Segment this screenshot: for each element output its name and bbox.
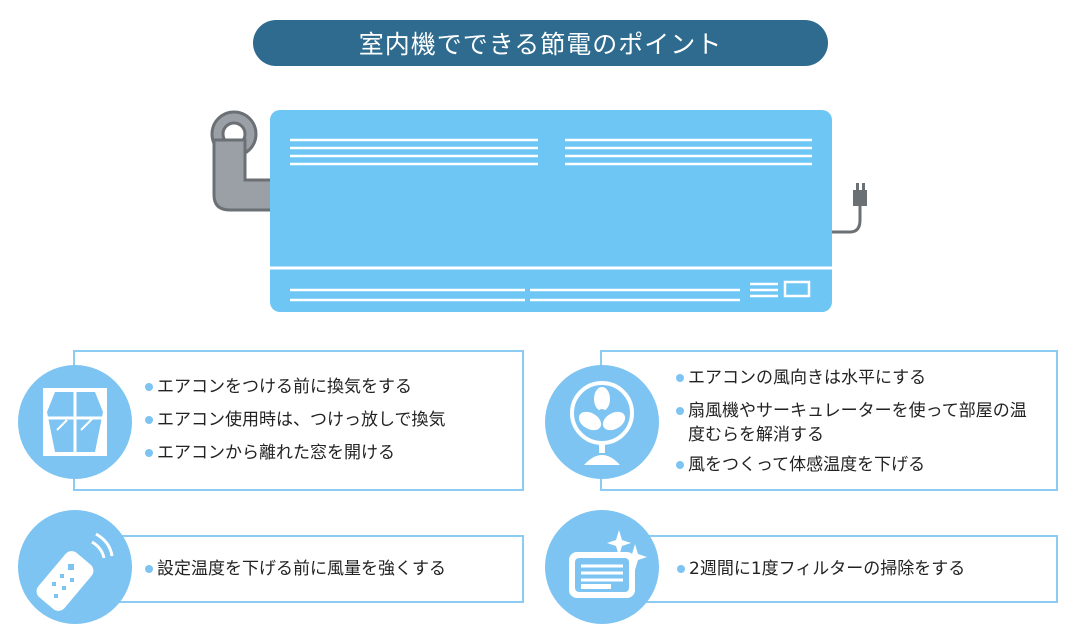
pipe-icon	[210, 110, 274, 212]
filter-cleaning-tip-panel	[640, 535, 1058, 603]
filter-cleaning-tip-list: 2週間に1度フィルターの掃除をする	[677, 557, 965, 590]
fan-icon	[545, 365, 659, 479]
remote-control-icon	[18, 510, 132, 624]
window-curtain-icon	[18, 365, 132, 479]
list-item: 設定温度を下げる前に風量を強くする	[145, 557, 446, 581]
list-item: 2週間に1度フィルターの掃除をする	[677, 557, 965, 581]
fan-speed-tip-list: 設定温度を下げる前に風量を強くする	[145, 557, 446, 590]
air-conditioner-illustration	[210, 110, 867, 312]
list-item: エアコンをつける前に換気をする	[145, 375, 446, 399]
list-item: 風をつくって体感温度を下げる	[676, 453, 1041, 477]
plug-icon	[830, 183, 867, 234]
airflow-tips-list: エアコンの風向きは水平にする 扇風機やサーキュレーターを使って部屋の温度むらを解…	[676, 366, 1041, 486]
fan-speed-tip-panel	[115, 535, 524, 603]
list-item: エアコンの風向きは水平にする	[676, 366, 1041, 390]
list-item: エアコンから離れた窓を開ける	[145, 441, 446, 465]
list-item: エアコン使用時は、つけっ放しで換気	[145, 408, 446, 432]
page-title: 室内機でできる節電のポイント	[253, 20, 828, 66]
clean-filter-icon	[545, 510, 659, 624]
list-item: 扇風機やサーキュレーターを使って部屋の温度むらを解消する	[676, 399, 1041, 447]
ventilation-tips-list: エアコンをつける前に換気をする エアコン使用時は、つけっ放しで換気 エアコンから…	[145, 375, 446, 474]
